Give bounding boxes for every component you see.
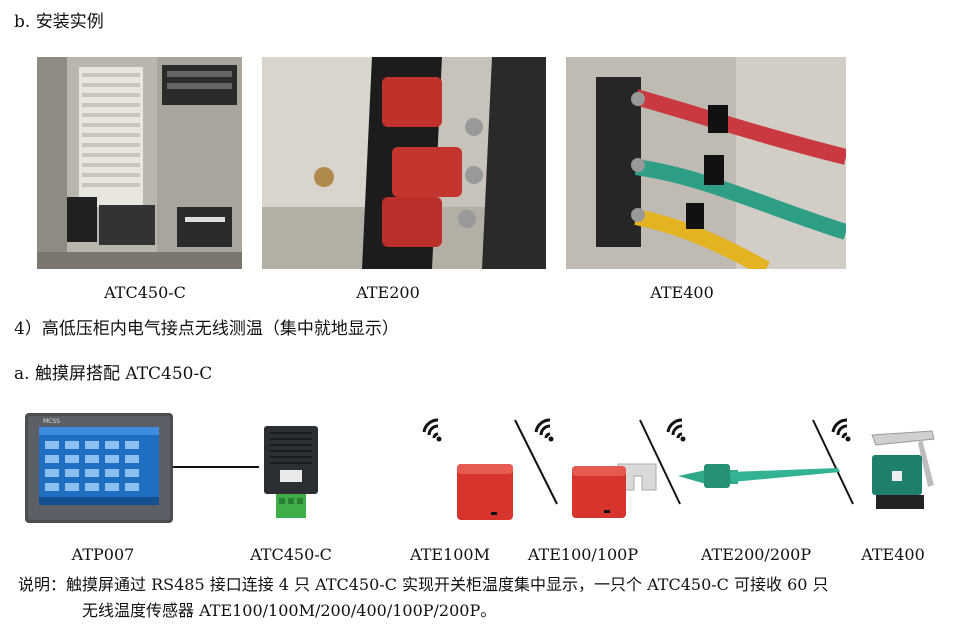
device-label-atp007: ATP007 xyxy=(71,545,135,564)
separator-line xyxy=(514,419,558,505)
ate200p-sensor-image xyxy=(676,458,842,494)
atp007-brand-text: MCSS xyxy=(43,418,60,425)
connection-line xyxy=(173,466,259,468)
separator-line xyxy=(812,419,854,505)
device-label-ate400: ATE400 xyxy=(861,545,925,564)
note-line-2: 无线温度传感器 ATE100/100M/200/400/100P/200P。 xyxy=(82,601,497,620)
photo-atc450c-install xyxy=(37,57,242,269)
device-label-ate100m: ATE100M xyxy=(410,545,490,564)
device-label-atc450c: ATC450-C xyxy=(250,545,332,564)
photo-caption-ate400: ATE400 xyxy=(650,283,714,302)
device-label-ate200p: ATE200/200P xyxy=(700,545,812,564)
ate100m-sensor-image xyxy=(455,458,517,522)
wifi-icon xyxy=(664,418,696,446)
wifi-icon xyxy=(420,418,452,446)
section-a-heading: a. 触摸屏搭配 ATC450-C xyxy=(14,364,213,384)
photo-ate200-install xyxy=(262,57,546,269)
note-line-1: 说明：触摸屏通过 RS485 接口连接 4 只 ATC450-C 实现开关柜温度… xyxy=(18,575,829,594)
ate100p-sensor-image xyxy=(568,452,660,522)
device-label-ate100p: ATE100/100P xyxy=(527,545,639,564)
atp007-touchscreen-image: MCSS xyxy=(25,413,173,523)
wifi-icon xyxy=(829,418,861,446)
section-b-heading: b. 安装实例 xyxy=(14,12,104,32)
wifi-icon xyxy=(532,418,564,446)
atc450c-module-image xyxy=(260,426,322,522)
ate400-sensor-image xyxy=(862,425,942,519)
photo-ate400-install xyxy=(566,57,846,269)
section-4-heading: 4）高低压柜内电气接点无线测温（集中就地显示） xyxy=(14,319,399,339)
photo-caption-ate200: ATE200 xyxy=(356,283,420,302)
separator-line xyxy=(639,419,681,505)
photo-caption-atc450c: ATC450-C xyxy=(104,283,186,302)
